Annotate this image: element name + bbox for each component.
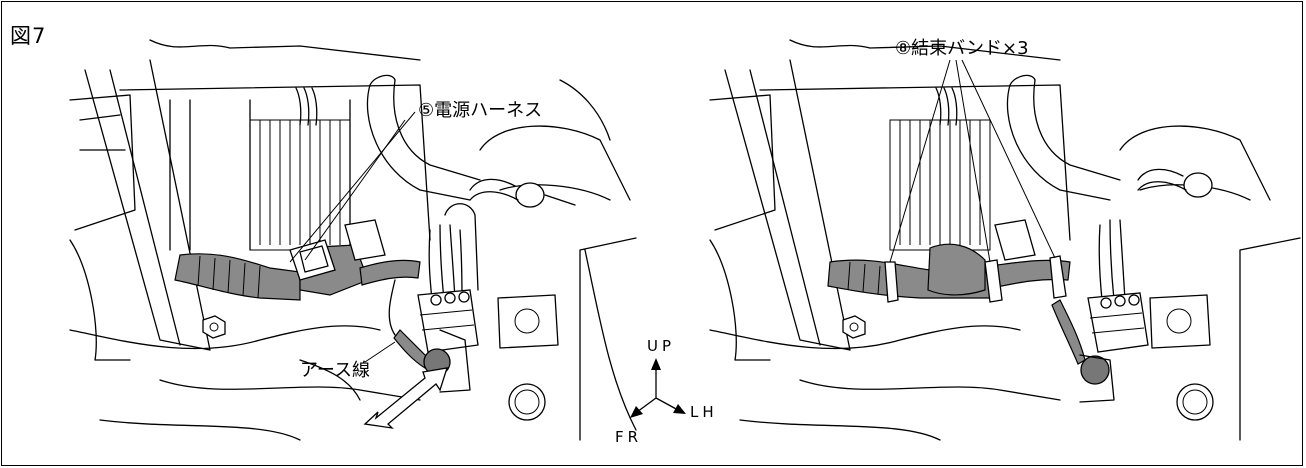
orientation-fr-label: FR: [615, 428, 643, 446]
orientation-lh-label: LH: [690, 403, 718, 421]
orientation-up-label: UP: [647, 337, 676, 355]
left-illustration: [69, 39, 637, 441]
callout-power-harness: ⑤電源ハーネス: [418, 100, 543, 121]
callout-cable-ties: ⑧結束バンド×3: [895, 38, 1029, 59]
figure-label: 図7: [10, 24, 47, 48]
callout-ground-wire: アース線: [300, 360, 371, 381]
